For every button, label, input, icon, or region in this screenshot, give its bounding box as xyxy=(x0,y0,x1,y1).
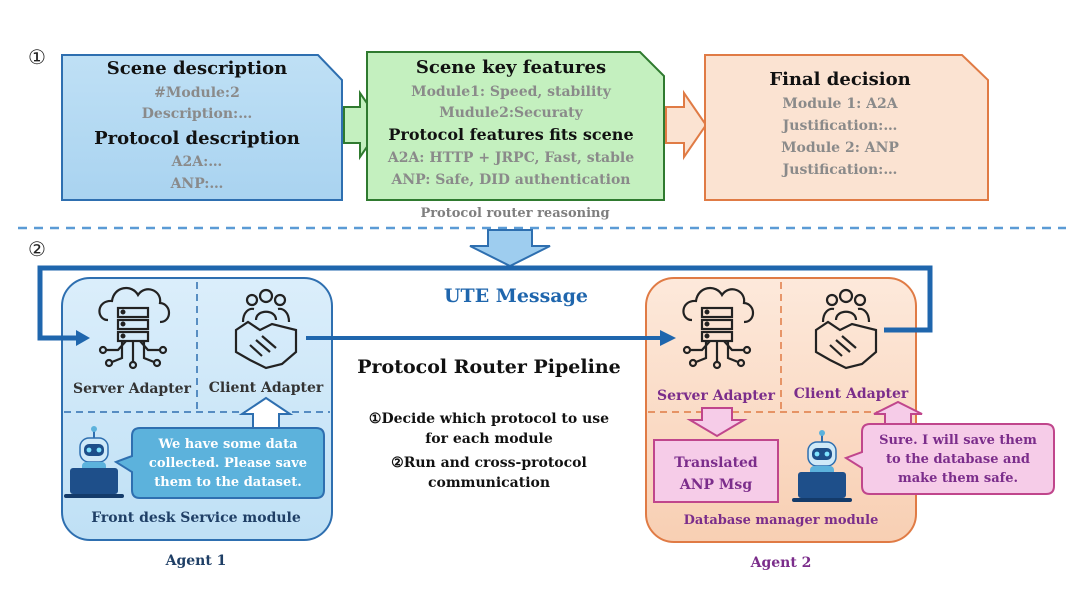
router-caption: Protocol router reasoning xyxy=(420,206,609,221)
agent2-down-arrow xyxy=(686,407,748,438)
agent1-robot-icon xyxy=(64,426,124,498)
ute-message-label: UTE Message xyxy=(444,285,588,307)
feature-module2: Mudule2:Securaty xyxy=(439,105,583,121)
agent2-robot-icon xyxy=(792,430,852,502)
translated-line2: ANP Msg xyxy=(679,477,752,493)
protocol-anp: ANP:… xyxy=(170,176,224,192)
feature-module1: Module1: Speed, stability xyxy=(411,84,612,100)
down-arrow xyxy=(469,229,551,268)
agent2-bubble-line3: make them safe. xyxy=(898,471,1018,486)
pipeline-title: Protocol Router Pipeline xyxy=(357,356,620,378)
agent1-speech-bubble: We have some data collected. Please save… xyxy=(113,427,325,499)
agent1-up-arrow xyxy=(238,396,294,429)
agent1-bubble-line1: We have some data xyxy=(157,437,298,452)
agent1-server-adapter-label: Server Adapter xyxy=(73,381,192,397)
protocol-a2a: A2A:… xyxy=(171,154,223,170)
ute-loop-arrowhead xyxy=(76,330,90,346)
translated-line1: Translated xyxy=(674,455,758,471)
decision-module1: Module 1: A2A xyxy=(782,96,898,112)
cross-line-arrowhead xyxy=(660,330,676,346)
step2-marker: ② xyxy=(28,237,46,261)
server-adapter-icon xyxy=(98,287,171,370)
agent2-bubble-line1: Sure. I will save them xyxy=(879,433,1037,448)
decision-module2: Module 2: ANP xyxy=(781,140,899,156)
step1-marker: ① xyxy=(28,45,46,69)
arrow-features-to-decision xyxy=(665,89,708,161)
protocol-description-heading: Protocol description xyxy=(94,128,300,149)
scene-module-count: #Module:2 xyxy=(154,85,240,101)
agent2-label: Agent 2 xyxy=(750,555,812,571)
agent1-module-name: Front desk Service module xyxy=(91,510,301,526)
pipeline-step1-line2: for each module xyxy=(425,431,553,447)
translated-anp-message: Translated ANP Msg xyxy=(653,439,779,503)
final-decision-box: Final decision Module 1: A2A Justificati… xyxy=(704,54,989,201)
fit-a2a: A2A: HTTP + JRPC, Fast, stable xyxy=(387,150,634,166)
server-adapter-icon xyxy=(682,287,755,370)
agent2-server-adapter-label: Server Adapter xyxy=(657,388,776,404)
pipeline-step1-line1: ①Decide which protocol to use xyxy=(369,411,609,427)
scene-description-text: Description:… xyxy=(142,106,252,122)
agent1-client-adapter-label: Client Adapter xyxy=(209,380,324,396)
agent1-bubble-line3: them to the dataset. xyxy=(154,475,302,490)
features-heading: Scene key features xyxy=(416,57,606,78)
scene-key-features-box: Scene key features Module1: Speed, stabi… xyxy=(366,51,665,201)
ute-message-loop xyxy=(37,265,933,341)
scene-description-heading: Scene description xyxy=(107,58,288,79)
agent2-bubble-line2: to the database and xyxy=(886,452,1030,467)
scene-description-box: Scene description #Module:2 Description:… xyxy=(61,54,343,201)
decision-justification1: Justification:… xyxy=(781,118,898,134)
fit-anp: ANP: Safe, DID authentication xyxy=(391,172,631,188)
decision-justification2: Justification:… xyxy=(781,162,898,178)
protocol-fit-heading: Protocol features fits scene xyxy=(388,125,633,144)
agent2-module-name: Database manager module xyxy=(684,513,879,528)
pipeline-step2-line1: ②Run and cross-protocol xyxy=(391,455,587,471)
agent1-bubble-line2: collected. Please save xyxy=(149,456,307,471)
final-decision-heading: Final decision xyxy=(769,69,910,90)
pipeline-step2-line2: communication xyxy=(428,475,550,491)
agent2-client-adapter-label: Client Adapter xyxy=(794,386,909,402)
agent2-speech-bubble: Sure. I will save them to the database a… xyxy=(843,423,1055,495)
agent1-label: Agent 1 xyxy=(165,553,227,569)
client-adapter-icon xyxy=(234,288,298,370)
client-adapter-icon xyxy=(814,288,878,370)
